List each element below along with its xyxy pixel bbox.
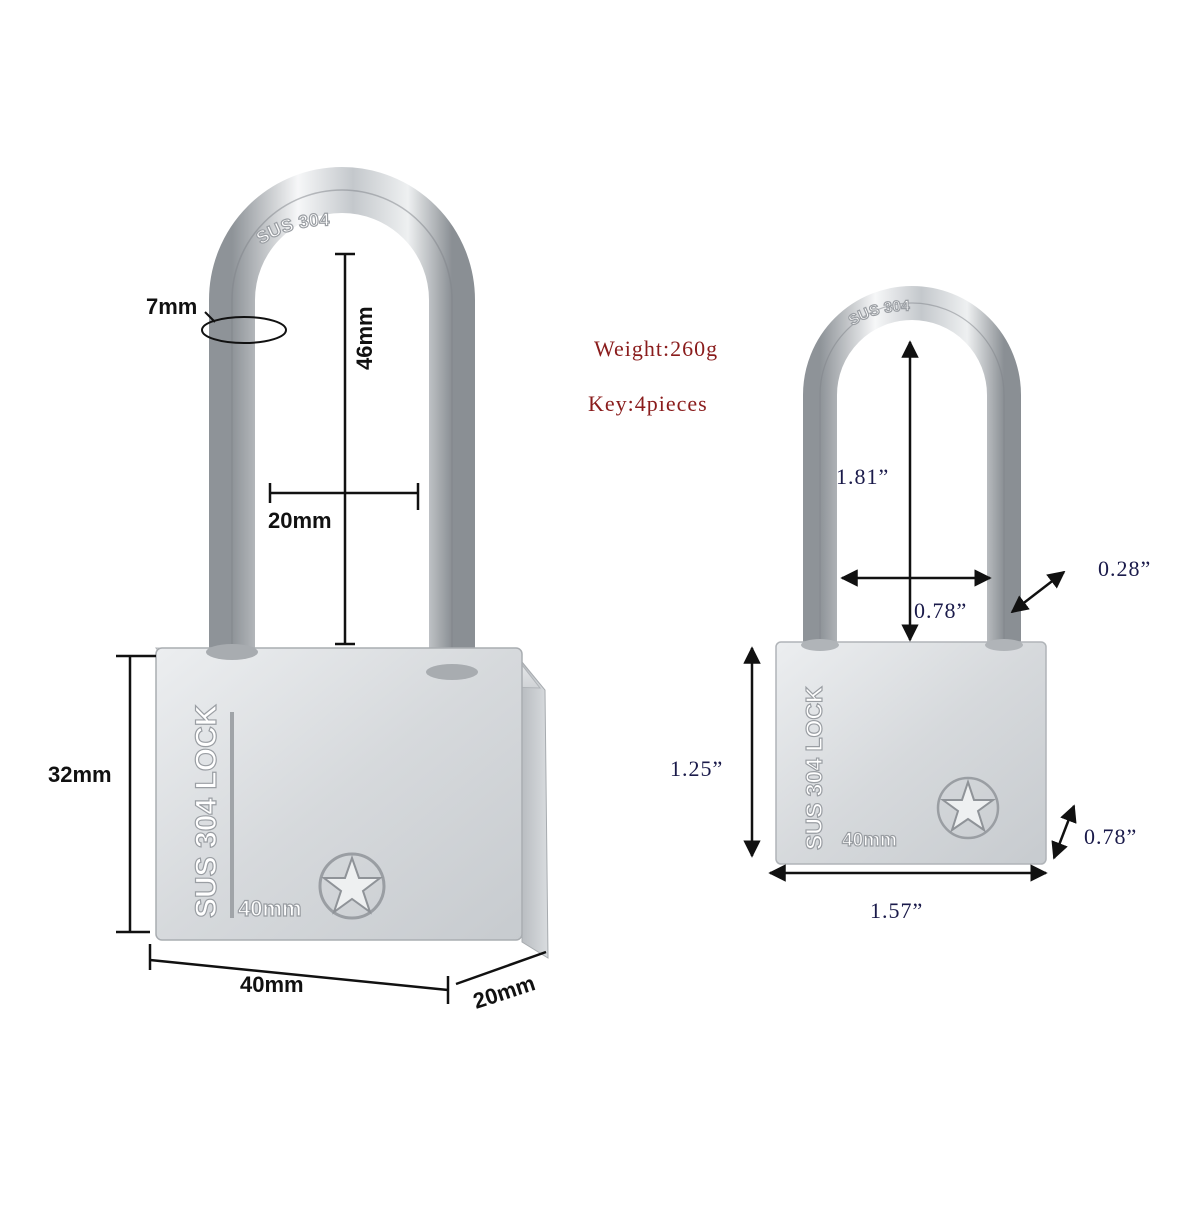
large-star-icon — [318, 852, 386, 920]
small-star-icon — [936, 776, 1000, 840]
weight-spec: Weight:260g — [594, 336, 719, 361]
small-shackle-width-label: 0.78” — [914, 598, 968, 623]
small-shackle-diameter-label: 0.28” — [1098, 556, 1152, 581]
small-body-height-label: 1.25” — [670, 756, 724, 781]
large-body-side — [521, 660, 549, 959]
large-padlock: SUS 304 SUS 304 LOCK 40mm — [116, 167, 549, 1004]
small-padlock: SUS 304 SUS 304 LOCK 40mm — [743, 286, 1077, 882]
small-dimensions — [743, 340, 1077, 882]
large-shackle-clearance-label: 46mm — [352, 306, 377, 370]
large-size-marking: 40mm — [238, 896, 302, 921]
small-body-depth-label: 0.78” — [1084, 824, 1138, 849]
large-body — [155, 647, 523, 941]
large-body-engraving: SUS 304 LOCK — [190, 704, 223, 918]
small-size-marking: 40mm — [842, 830, 897, 851]
large-body-height-label: 32mm — [48, 762, 112, 787]
large-shackle-diameter-label: 7mm — [146, 294, 198, 319]
key-count-spec: Key:4pieces — [588, 391, 708, 416]
large-dimensions — [116, 252, 547, 1004]
large-body-width-label: 40mm — [240, 972, 304, 997]
large-shackle — [209, 167, 475, 690]
large-shackle-width-label: 20mm — [268, 508, 332, 533]
small-shackle-clearance-label: 1.81” — [836, 464, 890, 489]
small-body-width-label: 1.57” — [870, 898, 924, 923]
small-body-engraving: SUS 304 LOCK — [801, 686, 827, 850]
